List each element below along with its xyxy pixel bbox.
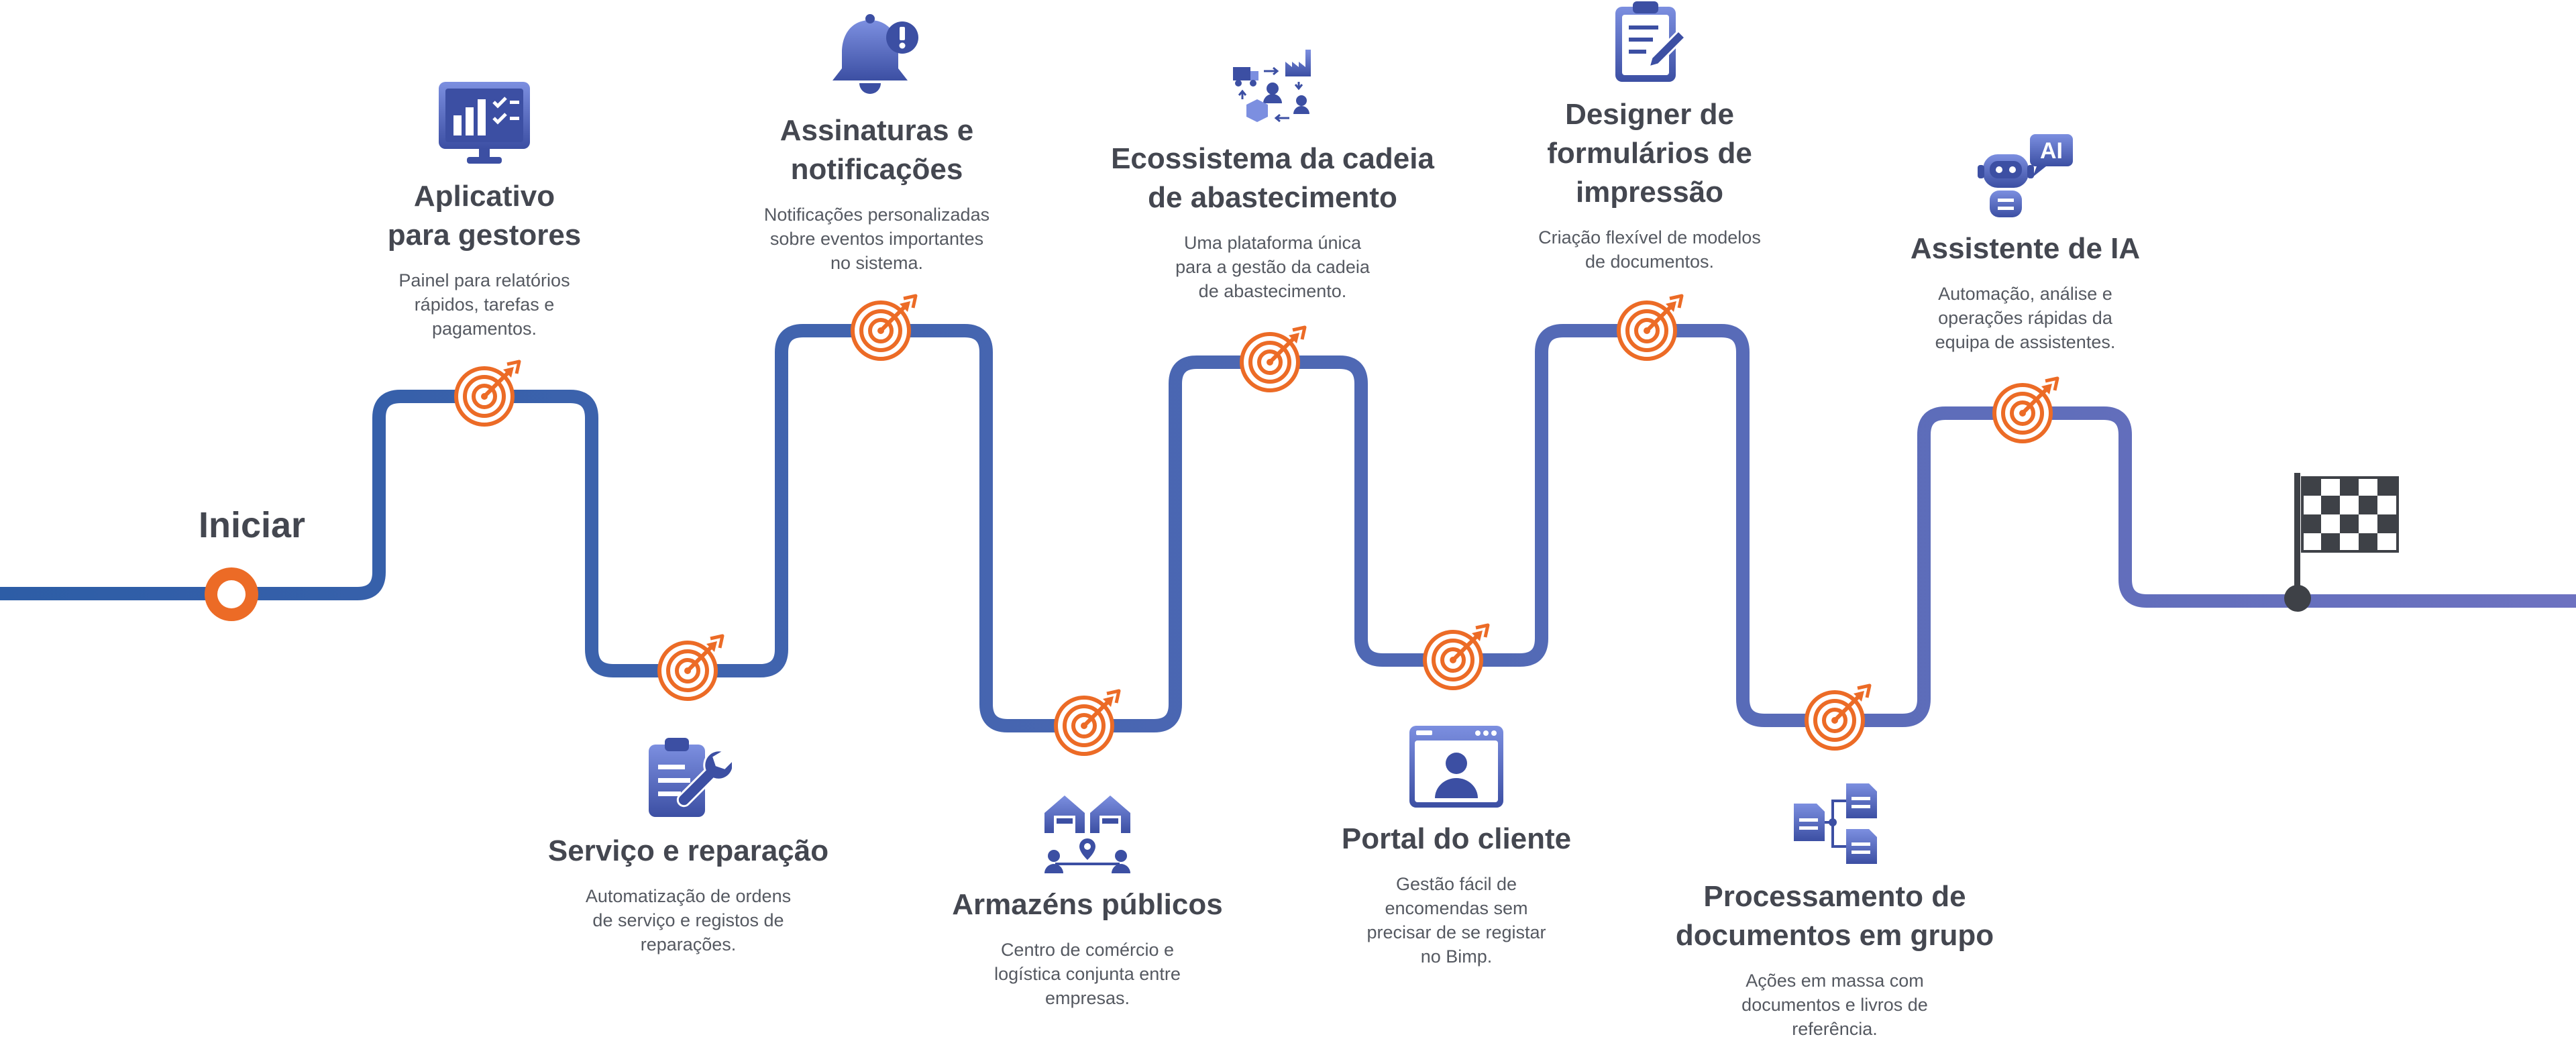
milestone-description: Notificações personalizadas sobre evento… xyxy=(763,205,990,273)
target-icon xyxy=(1242,327,1305,390)
milestone-title: Assistente de IA xyxy=(1910,232,2141,265)
target-icon xyxy=(1056,691,1119,754)
milestone-service-repair: Serviço e reparação Automatização de ord… xyxy=(500,736,876,956)
milestone-customer-portal: Portal do cliente Gestão fácil de encome… xyxy=(1269,724,1644,969)
milestone-title: Portal do cliente xyxy=(1341,822,1572,855)
milestone-description: Uma plataforma única para a gestão da ca… xyxy=(1175,233,1370,301)
milestone-title: Assinaturas e notificações xyxy=(780,114,974,186)
milestone-title: Designer de formulários de impressão xyxy=(1547,98,1752,209)
milestone-description: Automatização de ordens de serviço e reg… xyxy=(585,886,792,954)
milestone-subscriptions-notifications: Assinaturas e notificações Notificações … xyxy=(689,13,1065,275)
target-icon xyxy=(1425,625,1488,688)
milestone-ai-assistant: AI Assistente de IA Automação, análise e… xyxy=(1837,133,2213,354)
milestone-title: Ecossistema da cadeia de abastecimento xyxy=(1111,142,1434,214)
milestone-batch-documents: Processamento de documentos em grupo Açõ… xyxy=(1647,782,2023,1041)
milestone-title: Serviço e reparação xyxy=(547,834,829,867)
milestone-description: Painel para relatórios rápidos, tarefas … xyxy=(398,270,570,339)
ai-badge: AI xyxy=(2040,138,2063,164)
milestone-description: Centro de comércio e logística conjunta … xyxy=(994,940,1181,1008)
milestone-print-form-designer: Designer de formulários de impressão Cri… xyxy=(1462,0,1837,274)
milestone-description: Criação flexível de modelos de documento… xyxy=(1538,227,1761,272)
milestone-description: Automação, análise e operações rápidas d… xyxy=(1935,284,2116,352)
form-designer-icon xyxy=(1615,1,1686,82)
start-label: Iniciar xyxy=(199,505,306,545)
clipboard-wrench-icon xyxy=(649,738,732,817)
milestone-public-warehouses: Armazéns públicos Centro de comércio e l… xyxy=(900,790,1275,1010)
bell-alert-icon xyxy=(833,14,918,94)
milestone-title: Armazéns públicos xyxy=(952,888,1223,921)
finish-flag-icon xyxy=(2284,473,2399,612)
milestone-supply-chain: Ecossistema da cadeia de abastecimento U… xyxy=(1085,43,1460,303)
target-icon xyxy=(1619,296,1682,359)
warehouses-icon xyxy=(1044,796,1130,873)
milestone-title: Aplicativo para gestores xyxy=(387,180,582,252)
supply-chain-icon xyxy=(1233,50,1311,123)
documents-batch-icon xyxy=(1794,783,1877,864)
ai-robot-icon: AI xyxy=(1978,134,2073,217)
target-icon xyxy=(1807,686,1870,749)
dashboard-monitor-icon xyxy=(439,82,530,164)
target-icon xyxy=(853,296,916,359)
target-icon xyxy=(1994,378,2057,441)
milestone-manager-app: Aplicativo para gestores Painel para rel… xyxy=(297,80,672,341)
milestone-title: Processamento de documentos em grupo xyxy=(1675,880,1994,952)
target-icon xyxy=(456,362,519,425)
target-icon xyxy=(659,636,722,699)
milestone-description: Gestão fácil de encomendas sem precisar … xyxy=(1366,874,1546,967)
customer-portal-icon xyxy=(1409,726,1503,808)
milestone-description: Ações em massa com documentos e livros d… xyxy=(1741,971,1928,1039)
road-path xyxy=(0,324,2576,732)
